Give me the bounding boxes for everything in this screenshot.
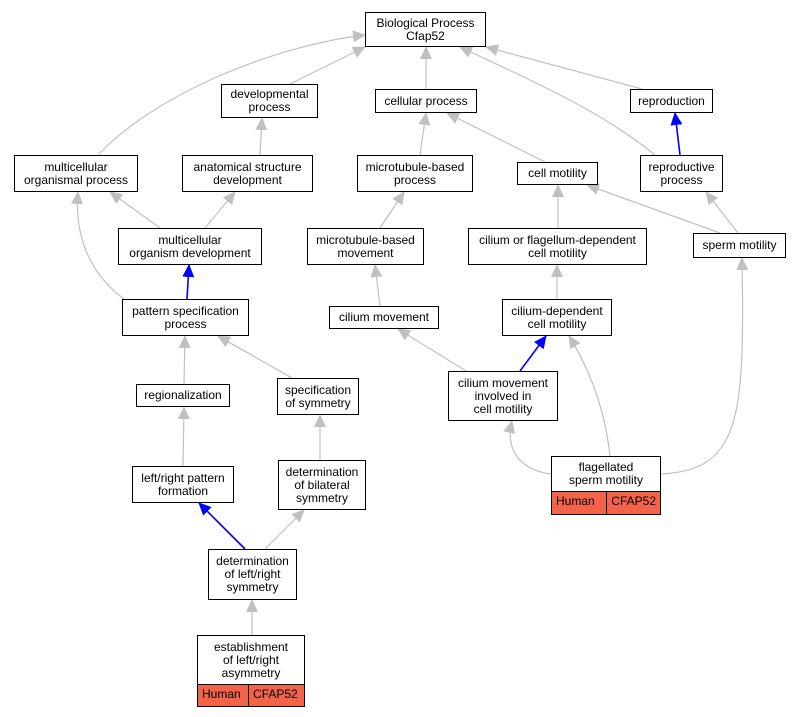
edge-mop-bp bbox=[97, 30, 366, 156]
node-determination-of-left-right-symmetry-label: determination of left/right symmetry bbox=[216, 554, 289, 594]
node-cilium-dependent-cell-motility-label: cilium-dependent cell motility bbox=[511, 303, 603, 331]
gene-badge: CFAP52 bbox=[606, 492, 660, 514]
annotation-row-flagellated-sperm-motility: Human CFAP52 bbox=[551, 491, 661, 515]
edge-repr-bp bbox=[485, 44, 643, 90]
node-specification-of-symmetry-label: specification of symmetry bbox=[284, 382, 352, 410]
edge-dlrs-lrpf bbox=[198, 502, 246, 550]
edge-cmic-cdcm bbox=[519, 335, 547, 372]
edge-mtm-mtb bbox=[379, 191, 405, 229]
edge-dlrs-dbs bbox=[264, 509, 305, 550]
edge-psp-mop bbox=[71, 191, 125, 300]
node-cilium-movement[interactable]: cilium movement bbox=[329, 306, 439, 329]
node-reproduction-label: reproduction bbox=[638, 93, 705, 108]
species-badge: Human bbox=[552, 492, 607, 514]
edge-rproc-bp bbox=[459, 46, 656, 156]
edge-spm-cmot bbox=[586, 183, 721, 234]
node-multicellular-organismal-process-label: multicellular organismal process bbox=[23, 159, 129, 187]
node-multicellular-organism-development-label: multicellular organism development bbox=[129, 232, 251, 260]
node-multicellular-organismal-process[interactable]: multicellular organismal process bbox=[14, 155, 138, 192]
node-pattern-specification-process-label: pattern specification process bbox=[132, 303, 239, 331]
edge-psp-mod bbox=[182, 264, 195, 300]
node-biological-process-label: Biological Process Cfap52 bbox=[376, 15, 475, 43]
edge-rproc-repr bbox=[670, 112, 683, 156]
node-cilium-movement-label: cilium movement bbox=[338, 310, 430, 324]
node-microtubule-based-movement[interactable]: microtubule-based movement bbox=[307, 228, 424, 265]
node-regionalization-label: regionalization bbox=[144, 388, 222, 402]
edge-mod-asd bbox=[204, 191, 236, 229]
node-cellular-process[interactable]: cellular process bbox=[375, 89, 477, 113]
node-determination-of-bilateral-symmetry[interactable]: determination of bilateral symmetry bbox=[278, 460, 366, 510]
node-reproductive-process[interactable]: reproductive process bbox=[640, 155, 723, 192]
node-microtubule-based-process-label: microtubule-based process bbox=[365, 159, 465, 187]
node-regionalization[interactable]: regionalization bbox=[136, 384, 230, 407]
node-establishment-of-left-right-asymmetry[interactable]: establishment of left/right asymmetry bbox=[197, 635, 305, 685]
node-left-right-pattern-formation[interactable]: left/right pattern formation bbox=[132, 466, 234, 503]
node-sperm-motility[interactable]: sperm motility bbox=[693, 233, 786, 258]
node-cell-motility-label: cell motility bbox=[528, 166, 587, 180]
edge-reg-psp bbox=[178, 335, 191, 385]
edge-mod-mop bbox=[109, 191, 161, 229]
node-pattern-specification-process[interactable]: pattern specification process bbox=[122, 299, 249, 336]
node-cilium-or-flagellum-dependent-cell-motility-label: cilium or flagellum-dependent cell motil… bbox=[479, 232, 636, 260]
node-cellular-process-label: cellular process bbox=[384, 93, 468, 108]
edge-cmov-mtm bbox=[370, 264, 383, 307]
edge-fsm-spm bbox=[660, 257, 749, 475]
species-badge: Human bbox=[198, 685, 248, 706]
edge-asd-dev bbox=[255, 117, 268, 156]
node-biological-process[interactable]: Biological Process Cfap52 bbox=[365, 12, 486, 47]
node-developmental-process-label: developmental process bbox=[230, 87, 309, 114]
node-microtubule-based-movement-label: microtubule-based movement bbox=[316, 232, 415, 260]
edge-cmic-cmov bbox=[397, 328, 467, 372]
edge-mtb-cell bbox=[418, 112, 431, 156]
node-specification-of-symmetry[interactable]: specification of symmetry bbox=[277, 378, 359, 415]
node-establishment-of-left-right-asymmetry-label: establishment of left/right asymmetry bbox=[213, 639, 289, 680]
node-flagellated-sperm-motility-label: flagellated sperm motility bbox=[568, 460, 643, 487]
node-cilium-or-flagellum-dependent-cell-motility[interactable]: cilium or flagellum-dependent cell motil… bbox=[468, 228, 647, 265]
node-cilium-dependent-cell-motility[interactable]: cilium-dependent cell motility bbox=[502, 299, 612, 336]
node-reproductive-process-label: reproductive process bbox=[648, 159, 715, 187]
node-anatomical-structure-development[interactable]: anatomical structure development bbox=[182, 155, 313, 192]
node-left-right-pattern-formation-label: left/right pattern formation bbox=[141, 470, 225, 498]
edge-dev-bp bbox=[289, 46, 366, 85]
node-developmental-process[interactable]: developmental process bbox=[221, 84, 318, 118]
node-sperm-motility-label: sperm motility bbox=[702, 238, 777, 252]
node-cell-motility[interactable]: cell motility bbox=[517, 162, 598, 185]
edge-fsm-cmic bbox=[503, 420, 552, 475]
node-determination-of-bilateral-symmetry-label: determination of bilateral symmetry bbox=[285, 464, 359, 505]
node-cilium-movement-involved-in-cell-motility-label: cilium movement involved in cell motilit… bbox=[457, 375, 549, 416]
edge-cmot-cell bbox=[446, 112, 546, 163]
node-multicellular-organism-development[interactable]: multicellular organism development bbox=[118, 228, 262, 265]
edge-spm-rproc bbox=[705, 191, 739, 234]
node-flagellated-sperm-motility[interactable]: flagellated sperm motility bbox=[551, 456, 661, 492]
annotation-row-establishment-of-left-right-asymmetry: Human CFAP52 bbox=[197, 684, 305, 707]
node-cilium-movement-involved-in-cell-motility[interactable]: cilium movement involved in cell motilit… bbox=[448, 371, 558, 421]
node-anatomical-structure-development-label: anatomical structure development bbox=[193, 159, 302, 187]
edge-fsm-cdcm bbox=[568, 335, 611, 457]
node-microtubule-based-process[interactable]: microtubule-based process bbox=[357, 155, 473, 192]
edge-lrpf-reg bbox=[177, 406, 190, 467]
edge-sos-psp bbox=[217, 335, 293, 379]
node-reproduction[interactable]: reproduction bbox=[630, 89, 713, 113]
gene-badge: CFAP52 bbox=[248, 685, 304, 706]
node-determination-of-left-right-symmetry[interactable]: determination of left/right symmetry bbox=[208, 549, 297, 600]
